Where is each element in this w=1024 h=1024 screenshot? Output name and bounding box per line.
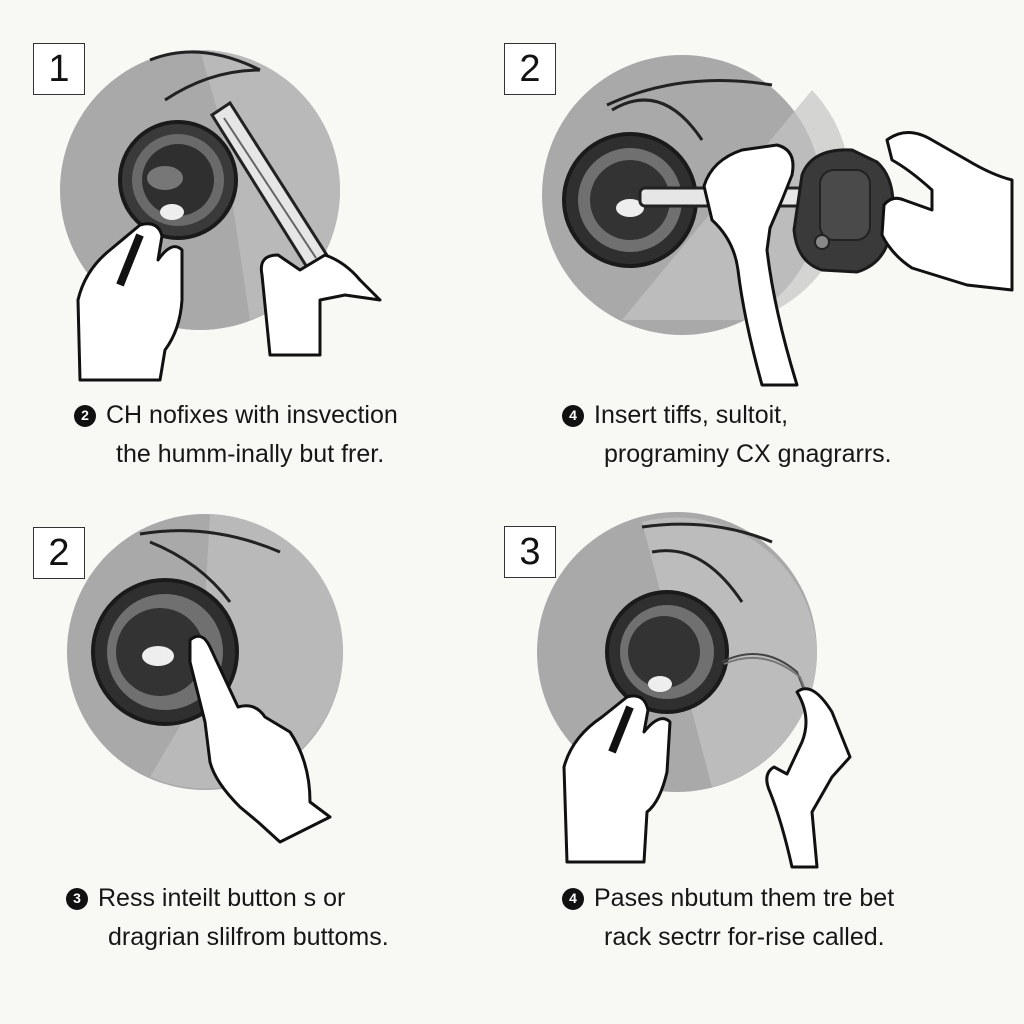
ignition-ring-icon — [118, 120, 238, 240]
step-1-illustration — [60, 50, 382, 382]
step-3-illustration — [67, 514, 344, 844]
step-caption: 4 Pases nbutum them tre bet rack sectrr f… — [562, 879, 894, 957]
step-marker-badge: 3 — [66, 887, 88, 910]
step-marker-badge: 4 — [562, 887, 584, 910]
hand-icon — [562, 694, 672, 864]
caption-line-2: programiny CX gnagrarrs. — [604, 440, 892, 468]
step-number-badge: 3 — [504, 526, 556, 578]
step-panel-4: 3 4 Pases nbutum them tre bet rack sectrr… — [504, 512, 1024, 1024]
caption-line-1: CH nofixes with insvection — [106, 401, 398, 429]
step-caption: 2 CH nofixes with insvection the humm-ina… — [74, 396, 398, 474]
pointing-finger-icon — [188, 634, 332, 844]
caption-line-2: rack sectrr for-rise called. — [604, 923, 885, 951]
caption-line-1: Pases nbutum them tre bet — [594, 884, 895, 912]
ignition-ring-icon — [605, 590, 729, 714]
step-number-badge: 2 — [33, 527, 85, 579]
hand-icon — [702, 143, 799, 387]
step-marker-badge: 4 — [562, 404, 584, 427]
step-caption: 4 Insert tiffs, sultoit, programiny CX gn… — [562, 396, 892, 474]
key-fob-icon — [792, 148, 895, 274]
step-2-illustration — [542, 55, 1014, 387]
caption-line-2: dragrian slilfrom buttoms. — [108, 923, 389, 951]
step-number-badge: 1 — [33, 43, 85, 95]
hand-icon — [76, 222, 184, 382]
step-marker-badge: 2 — [74, 404, 96, 427]
hand-icon — [259, 253, 382, 357]
hand-icon — [880, 131, 1014, 292]
step-number-badge: 2 — [504, 43, 556, 95]
caption-line-1: Ress inteilt button s or — [98, 884, 346, 912]
caption-line-2: the humm-inally but frer. — [116, 440, 385, 468]
hand-icon — [765, 687, 852, 869]
caption-line-1: Insert tiffs, sultoit, — [594, 401, 789, 429]
step-panel-1: 1 2 CH nofixes with insvection the humm-i… — [0, 0, 512, 512]
step-panel-2: 2 4 Insert tiffs, sultoit, programiny CX … — [504, 0, 1024, 512]
step-panel-3: 2 3 Ress inteilt button s or dragrian sli… — [0, 512, 512, 1024]
step-caption: 3 Ress inteilt button s or dragrian slilf… — [66, 879, 389, 957]
step-4-illustration — [537, 512, 852, 869]
